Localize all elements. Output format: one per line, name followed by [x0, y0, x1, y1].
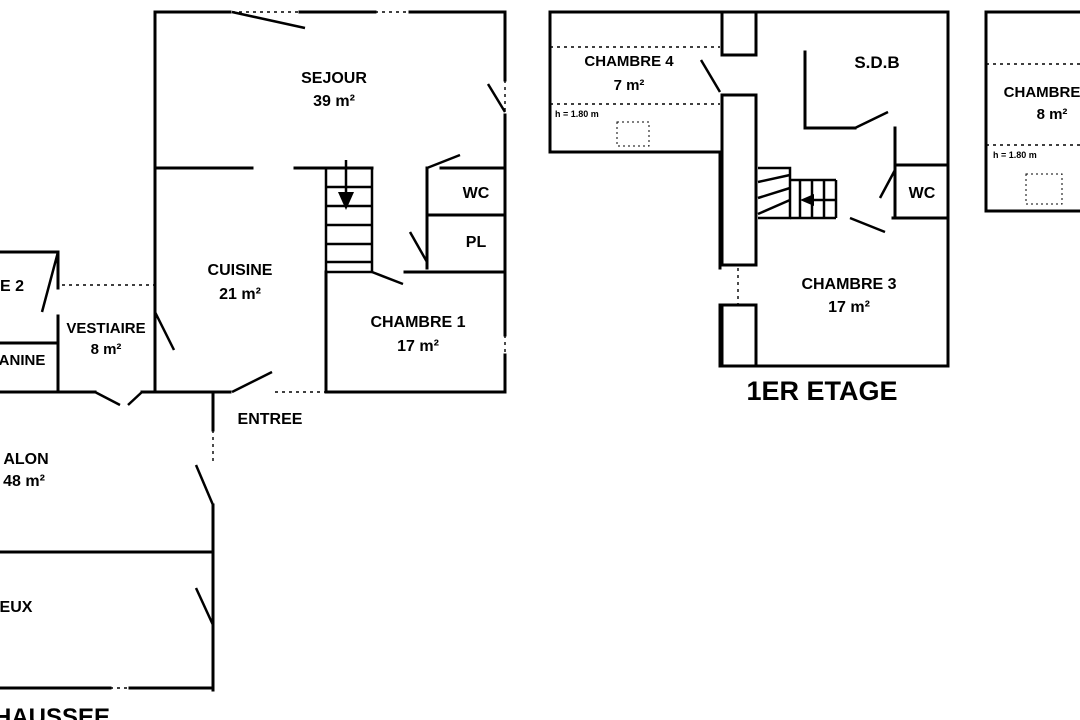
- label-chambre5-partial: CHAMBRE: [1004, 84, 1080, 101]
- door-jeux-right: [194, 587, 215, 626]
- label-cuisine: CUISINE: [208, 262, 273, 279]
- door-chambre4: [699, 59, 722, 93]
- door-salon-a: [94, 390, 121, 407]
- wall-chambre5-partial: [984, 10, 1080, 213]
- ground-floor-plan: SEJOUR 39 m² CUISINE 21 m² CHAMBRE 1 17 …: [0, 10, 507, 720]
- label-sdb: S.D.B: [854, 53, 899, 72]
- door-sejour-right: [486, 83, 507, 113]
- first-floor-plan: CHAMBRE 4 7 m² h = 1.80 m S.D.B WC CHAMB…: [548, 10, 950, 406]
- label-chambre2-partial: E 2: [0, 278, 24, 295]
- wall-top-right: [408, 10, 507, 82]
- door-salon-b: [127, 391, 143, 406]
- door-chambre1: [371, 270, 404, 286]
- duct-bottom: [720, 303, 758, 368]
- wall-chambre4-outer: [548, 10, 722, 270]
- duct-center: [720, 93, 758, 267]
- label-chambre4: CHAMBRE 4: [584, 53, 674, 70]
- door-sejour-top: [231, 10, 306, 30]
- height-note-chambre4: h = 1.80 m: [555, 109, 599, 119]
- area-vestiaire: 8 m²: [91, 341, 122, 358]
- area-chambre3: 17 m²: [828, 299, 870, 316]
- stair-arrow-head: [338, 192, 354, 210]
- label-pl: PL: [466, 234, 487, 251]
- skylight-chambre5: [1025, 173, 1063, 205]
- label-wc-rdc: WC: [463, 185, 490, 202]
- area-chambre5-partial: 8 m²: [1037, 106, 1068, 123]
- staircase-etage-landing: [758, 166, 792, 220]
- stair-arrow-head-etage: [800, 194, 814, 206]
- door-chambre2: [40, 251, 60, 313]
- label-sejour: SEJOUR: [301, 70, 367, 87]
- level-ground-floor-partial: HAUSSEE: [0, 704, 110, 720]
- label-jeux-partial: EUX: [0, 599, 33, 616]
- area-sejour: 39 m²: [313, 93, 355, 110]
- door-sdb: [854, 110, 889, 130]
- door-entree: [231, 370, 273, 394]
- area-chambre4: 7 m²: [614, 77, 645, 94]
- label-vestiaire: VESTIAIRE: [66, 320, 145, 337]
- staircase-ground: [324, 168, 374, 274]
- door-cuisine-vestiaire: [153, 311, 176, 351]
- door-chambre3: [849, 216, 886, 234]
- label-wc-etage: WC: [909, 185, 936, 202]
- level-first-floor: 1ER ETAGE: [746, 376, 897, 406]
- label-entree: ENTREE: [238, 411, 303, 428]
- door-pl: [408, 231, 429, 263]
- label-mezzanine-partial: ANINE: [0, 352, 45, 369]
- skylight-chambre4: [616, 121, 650, 147]
- height-note-chambre5: h = 1.80 m: [993, 150, 1037, 160]
- wall-sejour-left: [153, 10, 232, 394]
- door-salon-right: [194, 464, 215, 506]
- area-chambre1: 17 m²: [397, 338, 439, 355]
- door-wc: [426, 153, 461, 170]
- label-chambre3: CHAMBRE 3: [801, 276, 896, 293]
- wall-chambre1: [324, 270, 507, 394]
- area-salon-partial: 48 m²: [3, 473, 45, 490]
- door-wc-etage: [878, 169, 897, 199]
- label-chambre1: CHAMBRE 1: [370, 314, 465, 331]
- attic-plan-partial: CHAMBRE 8 m² h = 1.80 m: [984, 10, 1080, 213]
- label-salon-partial: ALON: [3, 451, 48, 468]
- wall-etage-outer: [548, 10, 950, 368]
- duct-top: [720, 10, 758, 57]
- area-cuisine: 21 m²: [219, 286, 261, 303]
